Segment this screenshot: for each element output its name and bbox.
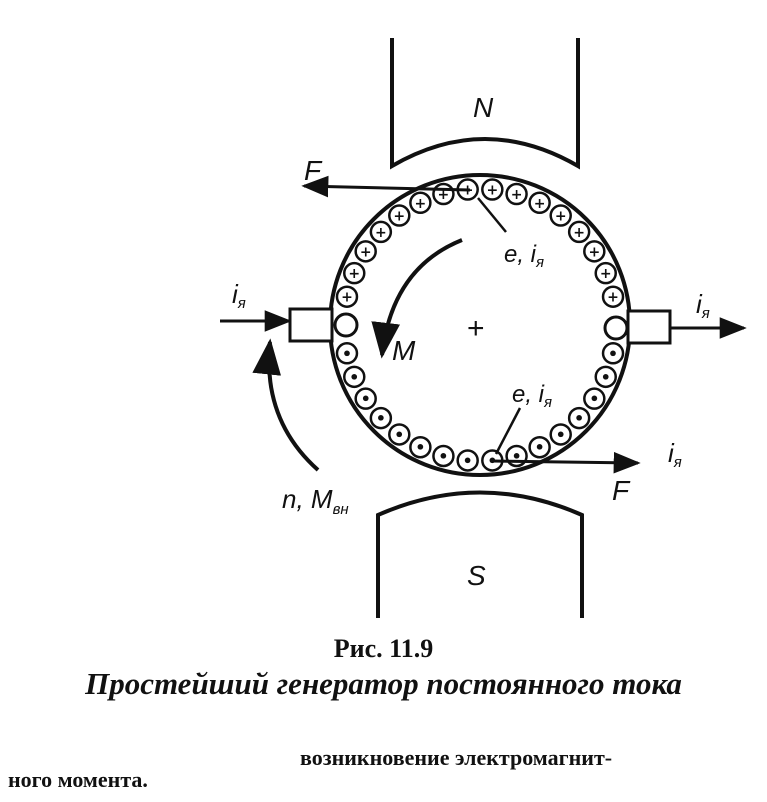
emf-current-label-bottom: e, iя xyxy=(512,381,552,411)
force-arrow-bottom xyxy=(491,451,641,474)
speed-torque-label: n, Mвн xyxy=(282,484,349,518)
conductor-dot-symbol: • xyxy=(349,368,359,387)
conductor-plus xyxy=(549,204,572,227)
conductor-dot xyxy=(601,342,625,365)
conductor-dot xyxy=(528,435,551,459)
conductor-plus-symbol: + xyxy=(348,266,360,282)
conductor-dot xyxy=(409,435,432,459)
conductor-plus xyxy=(388,204,411,227)
torque-label: M xyxy=(392,335,416,366)
conductor-plus-symbol: + xyxy=(360,244,372,260)
conductor-plus xyxy=(583,240,606,263)
conductor-dot xyxy=(456,449,479,472)
conductor-dot xyxy=(583,387,606,410)
conductor-dot-symbol: • xyxy=(535,438,545,457)
conductor-dot xyxy=(388,423,411,446)
conductor-plus-symbol: + xyxy=(511,187,523,203)
body-text-line-2: ного момента. xyxy=(8,767,148,792)
brush-right xyxy=(626,309,672,345)
conductor-plus xyxy=(528,191,551,215)
conductor-dot xyxy=(335,342,359,365)
figure-number: Рис. 11.9 xyxy=(333,634,434,663)
brush-contact-right xyxy=(603,315,629,341)
current-label-bottom-right: iя xyxy=(668,438,682,471)
conductor-dot-symbol: • xyxy=(574,409,584,428)
conductor-plus-symbol: + xyxy=(555,209,567,225)
conductor-dot xyxy=(369,406,393,430)
leader-top xyxy=(477,197,507,233)
conductor-plus-symbol: + xyxy=(415,196,427,212)
conductor-plus xyxy=(335,285,359,308)
conductor-dot xyxy=(594,365,617,389)
conductor-plus-symbol: + xyxy=(607,290,619,306)
conductor-plus xyxy=(594,261,617,285)
conductor-dot-symbol: • xyxy=(601,368,611,387)
conductor-plus xyxy=(505,182,528,206)
emf-current-label-top: e, iя xyxy=(504,241,544,271)
conductor-plus xyxy=(343,261,366,285)
leader-bottom xyxy=(494,407,522,455)
conductor-plus-symbol: + xyxy=(375,225,387,241)
brush-contact-left xyxy=(333,312,359,338)
conductor-plus-symbol: + xyxy=(341,290,353,306)
conductor-dot xyxy=(432,444,455,468)
body-text-line-1: возникновение электромагнит- xyxy=(300,745,613,770)
conductor-dot-symbol: • xyxy=(608,344,618,363)
conductor-plus-symbol: + xyxy=(588,244,600,260)
north-pole-label: N xyxy=(473,92,494,123)
force-label-bottom: F xyxy=(612,475,631,506)
figure-title: Простейший генератор постоянного тока xyxy=(85,666,682,701)
conductor-dot-symbol: • xyxy=(376,409,386,428)
conductor-dot-symbol: • xyxy=(511,447,521,466)
conductor-dot-symbol: • xyxy=(394,425,404,444)
conductor-dot xyxy=(354,387,377,410)
south-pole-label: S xyxy=(467,560,486,591)
conductor-plus-symbol: + xyxy=(438,187,450,203)
conductor-dot-symbol: • xyxy=(463,451,473,470)
conductor-dot-symbol: • xyxy=(589,390,599,409)
torque-arrow xyxy=(371,238,463,359)
force-arrow-top xyxy=(301,175,471,198)
north-pole xyxy=(390,38,580,170)
conductor-plus-symbol: + xyxy=(600,266,612,282)
conductor-plus xyxy=(354,240,377,263)
current-label-right: iя xyxy=(696,289,710,322)
conductor-plus-symbol: + xyxy=(534,196,546,212)
conductor-plus-symbol: + xyxy=(393,209,405,225)
conductor-plus xyxy=(481,178,504,201)
center-plus: + xyxy=(467,312,485,345)
current-label-left: iя xyxy=(232,279,246,312)
conductor-dot xyxy=(343,365,366,389)
conductor-dot-symbol: • xyxy=(556,425,566,444)
conductor-plus-symbol: + xyxy=(486,183,498,199)
conductor-plus xyxy=(409,191,432,215)
conductor-dot-symbol: • xyxy=(361,390,371,409)
conductor-dot xyxy=(549,423,572,446)
south-pole xyxy=(376,490,584,618)
rotation-arrow xyxy=(252,338,320,472)
conductor-plus xyxy=(567,220,591,244)
force-label-top: F xyxy=(304,155,323,186)
conductor-dot-symbol: • xyxy=(342,344,352,363)
conductor-dot xyxy=(567,406,591,430)
conductor-plus xyxy=(601,285,625,308)
conductor-dot-symbol: • xyxy=(415,438,425,457)
conductor-plus-symbol: + xyxy=(573,225,585,241)
brush-left xyxy=(288,307,334,343)
conductor-dot-symbol: • xyxy=(438,447,448,466)
conductor-plus xyxy=(369,220,393,244)
